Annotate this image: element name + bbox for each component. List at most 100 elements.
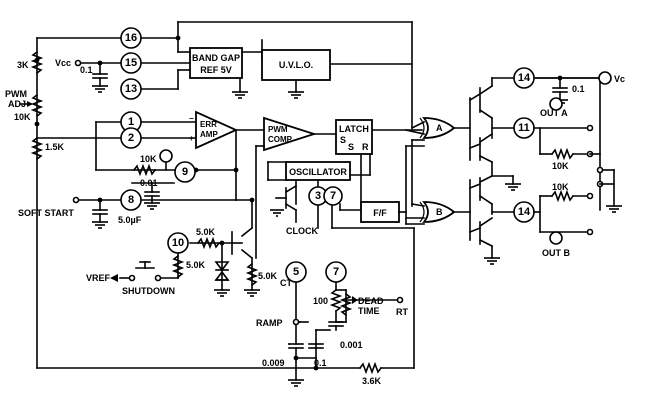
svg-text:S: S — [348, 142, 354, 152]
soft-start-wiring — [72, 169, 237, 223]
svg-text:LATCH: LATCH — [339, 124, 369, 134]
svg-text:−: − — [189, 114, 194, 123]
r-1-5k-label: 1.5K — [45, 142, 65, 152]
svg-text:OSCILLATOR: OSCILLATOR — [289, 167, 347, 177]
pwm-adj-label-1: PWM — [5, 89, 27, 99]
ground-shutdown-diodes — [214, 289, 230, 297]
pin-13: 14 — [513, 67, 535, 89]
c-0-1-vc-label: 0.1 — [572, 84, 585, 94]
pin-11: 11 — [513, 117, 535, 139]
r-5k-col-label: 5.0K — [258, 271, 278, 281]
svg-text:COMP: COMP — [268, 135, 293, 144]
out-b-wiring — [533, 180, 615, 245]
shutdown-label: SHUTDOWN — [122, 286, 175, 296]
svg-text:U.V.L.O.: U.V.L.O. — [279, 60, 313, 70]
flip-flop-block: F/F — [360, 201, 400, 223]
ground-bandgap — [232, 91, 248, 99]
c-5uf-label: 5.0µF — [118, 215, 142, 225]
c-0-001-label: 0.001 — [340, 340, 363, 350]
svg-text:F/F: F/F — [373, 208, 387, 218]
svg-text:14: 14 — [518, 206, 531, 218]
pin-7: 7 — [325, 261, 347, 283]
r-10k-a-label: 10K — [552, 161, 569, 171]
ground-uvlo — [288, 91, 304, 99]
ground-vcc-cap — [92, 85, 108, 93]
ground-output-b — [484, 257, 500, 265]
timing-wiring — [288, 281, 404, 361]
bottom-rail — [36, 357, 415, 375]
pin-9: 9 — [174, 161, 196, 183]
vref-arrow-icon — [110, 274, 118, 282]
out-a-label: OUT A — [540, 108, 568, 118]
clock-label: CLOCK — [286, 226, 318, 236]
gate-b: B — [419, 201, 456, 223]
pin-12: 13 — [120, 78, 142, 100]
out-a-wiring — [533, 97, 615, 207]
svg-text:15: 15 — [125, 57, 137, 69]
vc-terminal — [598, 71, 612, 85]
svg-text:+: + — [189, 134, 194, 143]
pin-9-test-node — [159, 149, 173, 163]
svg-text:3: 3 — [315, 190, 321, 202]
svg-text:BAND GAP: BAND GAP — [192, 53, 240, 63]
ground-oscillator — [270, 209, 284, 217]
output-stage-a — [468, 77, 601, 211]
svg-text:R: R — [362, 142, 369, 152]
svg-text:16: 16 — [125, 32, 137, 44]
svg-text:ERR: ERR — [200, 120, 217, 129]
oscillator-wiring — [267, 161, 415, 369]
r-5k-base-label: 5.0K — [196, 227, 216, 237]
svg-text:2: 2 — [128, 132, 134, 144]
shutdown-switch[interactable] — [119, 261, 162, 282]
svg-text:13: 13 — [125, 83, 137, 95]
c-0-1-ramp-label: 0.1 — [314, 358, 327, 368]
pin-10: 10 — [167, 232, 189, 254]
svg-text:5: 5 — [293, 266, 299, 278]
svg-text:7: 7 — [333, 266, 339, 278]
gate-a: A — [419, 117, 456, 139]
c-0-1-vcc-label: 0.1 — [80, 65, 93, 75]
svg-text:S: S — [340, 135, 346, 145]
pwm-comp-block: PWM COMP — [263, 116, 317, 152]
pin-16: 16 — [120, 27, 142, 49]
rt-label: RT — [396, 307, 408, 317]
vref-label: VREF — [86, 273, 111, 283]
svg-text:AMP: AMP — [200, 130, 218, 139]
err-amp-block: ERR AMP − + — [189, 110, 239, 150]
pin-8: 8 — [120, 189, 142, 211]
ground-shutdown-collector — [244, 289, 260, 297]
gate-wiring — [405, 120, 471, 219]
vc-wiring — [535, 75, 603, 101]
r-100-label: 100 — [313, 296, 328, 306]
svg-text:A: A — [436, 123, 443, 133]
r-3k-label: 3K — [17, 60, 29, 70]
r-10k-b-label: 10K — [552, 182, 569, 192]
vc-label: Vc — [614, 74, 625, 84]
out-b-label: OUT B — [542, 248, 570, 258]
svg-text:REF 5V: REF 5V — [200, 65, 232, 75]
svg-text:1: 1 — [128, 116, 134, 128]
ground-timing — [288, 357, 304, 387]
ramp-label: RAMP — [256, 318, 283, 328]
pin-14: 14 — [513, 201, 535, 223]
left-divider-rail — [19, 37, 121, 369]
pin-15: 15 — [120, 52, 142, 74]
dead-time-label-2: TIME — [358, 306, 380, 316]
uvlo-block: U.V.L.O. — [261, 49, 331, 81]
ground-soft-start — [92, 221, 108, 229]
svg-text:11: 11 — [518, 122, 530, 134]
vcc-label: Vcc — [55, 58, 71, 68]
svg-text:14: 14 — [518, 72, 531, 84]
ct-label: CT — [280, 278, 292, 288]
dead-time-label-1: DEAD — [358, 296, 384, 306]
r-10k-adj-label: 10K — [14, 112, 31, 122]
c-0-009-label: 0.009 — [262, 358, 285, 368]
pin-5: 5 — [285, 261, 307, 283]
svg-text:8: 8 — [128, 194, 134, 206]
svg-text:B: B — [436, 207, 443, 217]
r-5k-pin10-label: 5.0K — [186, 260, 206, 270]
band-gap-block: BAND GAP REF 5V — [189, 47, 243, 79]
ground-output-a — [505, 183, 521, 191]
soft-start-label: SOFT START — [18, 208, 74, 218]
